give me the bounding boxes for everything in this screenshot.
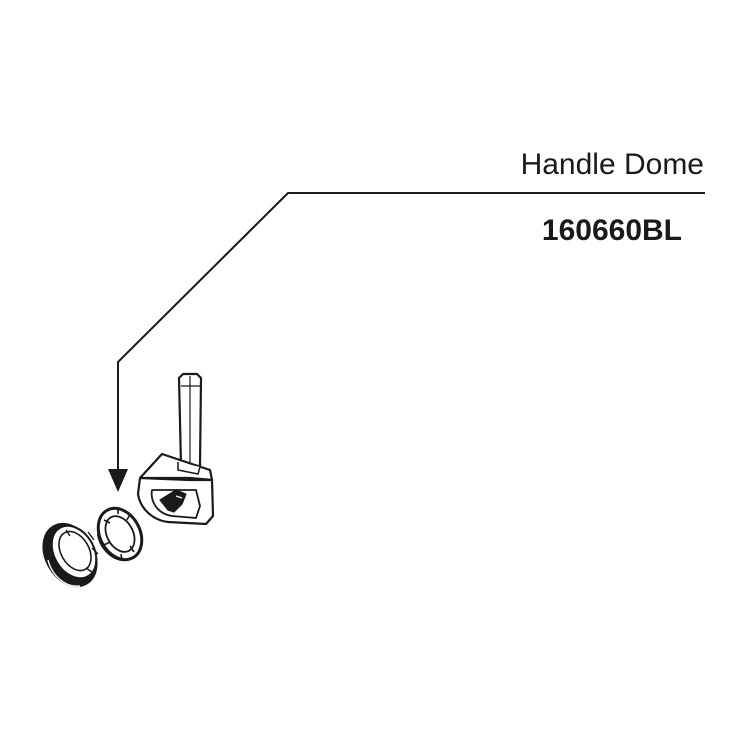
arrowhead-icon xyxy=(108,469,128,492)
dome-nut-icon xyxy=(42,523,99,587)
leader-line xyxy=(117,192,705,470)
part-name-label: Handle Dome xyxy=(520,148,704,181)
part-number-label: 160660BL xyxy=(541,214,682,247)
handle-dome-icon xyxy=(136,372,215,526)
retainer-ring-icon xyxy=(96,506,144,562)
